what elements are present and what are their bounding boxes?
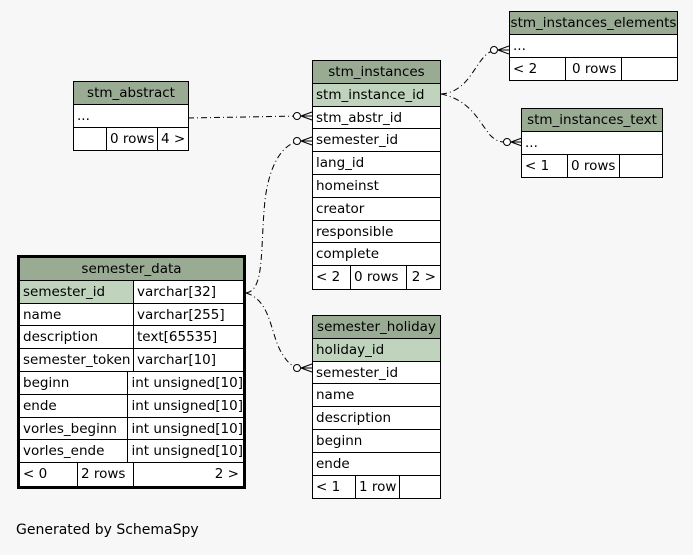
edge-semester_data-stm_instances <box>245 140 301 294</box>
column-row: ... <box>513 37 526 54</box>
table-stm_abstract[interactable]: stm_abstract ... 0 rows 4 > <box>73 81 189 152</box>
crow-foot <box>300 136 313 146</box>
column-row: semester_id <box>316 364 399 381</box>
column-row: ... <box>525 134 538 151</box>
column-row: name varchar[255] <box>20 303 243 327</box>
column-row: ende int unsigned[10] <box>20 394 243 418</box>
table-title: semester_holiday <box>313 316 440 339</box>
generated-by-label: Generated by SchemaSpy <box>16 522 199 538</box>
edge-stm_instances-elements <box>440 49 498 95</box>
column-row: semester_id <box>316 132 399 149</box>
column-row: stm_instance_id <box>316 86 425 103</box>
column-row: description <box>316 410 392 427</box>
table-title: stm_abstract <box>74 82 188 105</box>
edge-end-circle <box>293 112 301 120</box>
column-row: ende <box>316 455 350 472</box>
table-footer: < 2 0 rows <box>510 57 677 81</box>
crow-foot <box>300 363 313 373</box>
column-row: description text[65535] <box>20 326 243 350</box>
table-title: semester_data <box>20 258 243 281</box>
column-row: creator <box>316 200 365 217</box>
crow-foot <box>510 137 523 147</box>
column-row: complete <box>316 246 380 263</box>
edge-end-circle <box>293 137 301 145</box>
table-title: stm_instances_elements <box>510 12 677 35</box>
table-semester_holiday[interactable]: semester_holiday holiday_id semester_id … <box>312 315 441 500</box>
column-row: beginn int unsigned[10] <box>20 371 243 395</box>
edge-stm_instances-text <box>440 93 506 143</box>
column-row: holiday_id <box>316 341 385 358</box>
table-stm_instances_text[interactable]: stm_instances_text ... < 1 0 rows <box>521 108 663 179</box>
column-row: semester_token varchar[10] <box>20 349 243 372</box>
crow-foot <box>497 45 510 55</box>
table-footer: < 1 0 rows <box>522 154 662 178</box>
column-row: vorles_beginn int unsigned[10] <box>20 417 243 441</box>
column-row: name <box>316 387 355 404</box>
edge-stm_abstract-stm_instances <box>187 115 301 119</box>
edge-end-circle <box>503 138 511 146</box>
edge-end-circle <box>293 364 301 372</box>
column-row: lang_id <box>316 155 365 172</box>
edge-semester_data-semester_holiday <box>245 292 301 369</box>
column-row: homeinst <box>316 177 379 194</box>
table-footer: < 1 1 row <box>313 475 440 499</box>
table-footer: 0 rows 4 > <box>74 127 188 151</box>
table-footer: < 2 0 rows 2 > <box>313 266 440 289</box>
column-row: responsible <box>316 223 394 240</box>
column-row: semester_id varchar[32] <box>20 280 243 304</box>
crow-foot <box>300 111 313 121</box>
table-title: stm_instances_text <box>522 109 662 132</box>
table-title: stm_instances <box>313 61 440 84</box>
column-row: stm_abstr_id <box>316 109 403 126</box>
table-footer: < 0 2 rows 2 > <box>20 463 243 486</box>
table-stm_instances_elements[interactable]: stm_instances_elements ... < 2 0 rows <box>509 11 678 82</box>
table-stm_instances[interactable]: stm_instances stm_instance_id stm_abstr_… <box>312 60 441 290</box>
table-semester_data[interactable]: semester_data semester_id varchar[32] na… <box>17 255 246 489</box>
column-row: vorles_ende int unsigned[10] <box>20 440 243 464</box>
edge-end-circle <box>490 46 498 54</box>
column-row: beginn <box>316 432 363 449</box>
column-row: ... <box>77 107 90 124</box>
